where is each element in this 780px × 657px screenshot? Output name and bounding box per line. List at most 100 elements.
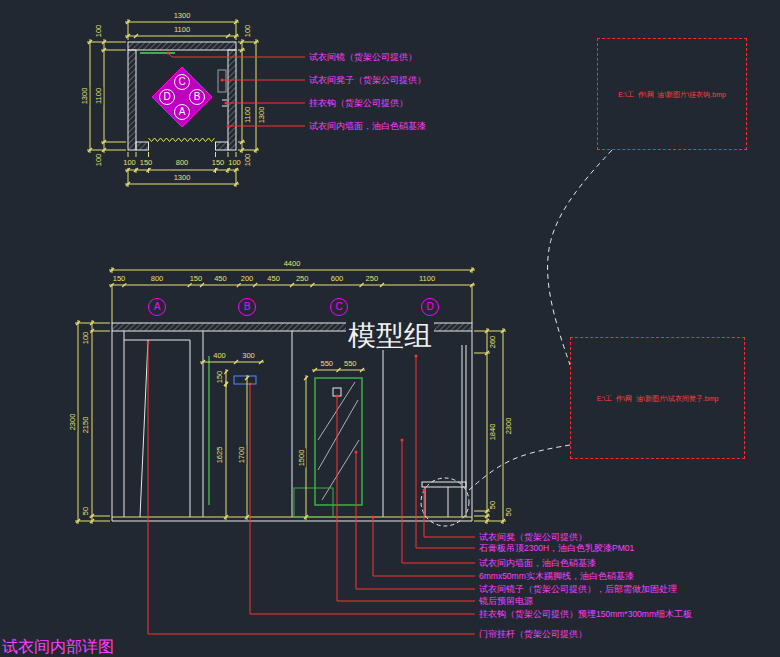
dimension-tick <box>290 283 294 287</box>
extension-line <box>474 516 490 517</box>
leader-dot <box>355 451 358 454</box>
dimension-tick <box>304 515 308 519</box>
extension-line <box>75 323 110 324</box>
dimension-text: 100 <box>244 24 252 39</box>
dimension-line <box>487 328 488 524</box>
leader-dot <box>167 52 170 55</box>
extension-line <box>236 168 237 187</box>
dimension-text: 50 <box>505 507 513 517</box>
dimension-text: 100 <box>95 153 103 168</box>
dimension-text: 1500 <box>298 449 306 468</box>
dimension-text: 1300 <box>258 106 266 125</box>
extension-line <box>474 521 506 522</box>
dimension-tick <box>337 368 341 372</box>
detail-circle <box>421 478 469 526</box>
leader-line <box>402 440 475 563</box>
dimension-text: 250 <box>365 275 380 283</box>
watermark: 模型组 <box>346 322 434 350</box>
dimension-text: 100 <box>82 331 90 346</box>
extension-line <box>472 284 473 323</box>
mirror-frame <box>315 378 362 505</box>
leader-dot <box>336 395 339 398</box>
wall <box>216 142 229 150</box>
dimension-tick <box>226 168 230 172</box>
dimension-text: 1700 <box>238 446 246 465</box>
extension-line <box>128 19 129 40</box>
curtain-zigzag <box>149 138 215 142</box>
leader-dot <box>147 342 150 345</box>
extension-line <box>112 284 113 323</box>
extension-line <box>238 42 259 43</box>
dimension-tick <box>134 168 138 172</box>
dimension-text: 150 <box>139 159 154 167</box>
stool-elevation <box>294 488 333 517</box>
axis-letter: D <box>163 92 170 102</box>
dimension-line <box>247 375 248 520</box>
stool-leg <box>425 487 426 517</box>
dimension-tick <box>245 515 249 519</box>
dimension-text: 2150 <box>82 416 90 435</box>
dimension-text: 800 <box>150 275 165 283</box>
dimension-tick <box>234 360 238 364</box>
drawing-title: 试衣间内部详图 <box>2 639 114 655</box>
leader-line <box>424 490 475 537</box>
hook-symbol <box>234 376 256 384</box>
dimension-text: 2300 <box>505 417 513 436</box>
mirror <box>140 52 175 54</box>
extension-line <box>136 168 137 173</box>
dimension-text: 4400 <box>283 260 302 268</box>
dimension-text: 1100 <box>418 275 436 283</box>
dimension-text: 1300 <box>173 174 192 182</box>
wall <box>128 42 236 50</box>
dimension-tick <box>201 360 205 364</box>
dimension-tick <box>245 376 249 380</box>
extension-line <box>236 19 237 40</box>
callout-note: 挂衣钩（货架公司提供） <box>308 99 409 108</box>
callout-note: 试衣间镜子（货架公司提供），后部需做加固处理 <box>478 585 678 594</box>
axis-letter: A <box>179 107 186 117</box>
dimension-line <box>125 170 239 171</box>
reference-curve <box>469 445 570 490</box>
leader-line <box>250 384 475 614</box>
extension-line <box>101 142 126 143</box>
wall <box>228 50 236 150</box>
extension-line <box>87 42 126 43</box>
dimension-text: 550 <box>319 360 334 368</box>
dimension-tick <box>360 368 364 372</box>
dimension-tick <box>214 168 218 172</box>
dimension-tick <box>134 34 138 38</box>
extension-line <box>89 516 110 517</box>
wall <box>136 142 149 150</box>
dimension-text: 1100 <box>95 87 103 105</box>
dimension-text: 100 <box>227 159 242 167</box>
grid-bubble: B <box>189 89 205 105</box>
extension-line <box>128 168 129 187</box>
extension-line <box>474 353 490 354</box>
callout-note: 试衣间凳（货架公司提供） <box>478 533 588 542</box>
leader-line <box>148 343 475 634</box>
dimension-line <box>256 39 257 153</box>
grid-bubble: D <box>421 298 439 316</box>
dimension-text: 1625 <box>216 446 224 465</box>
grid-bubble: A <box>174 104 190 120</box>
dimension-line <box>226 381 227 520</box>
leader-dot <box>423 489 426 492</box>
callout-note: 试衣间内墙面，油白色硝基漆 <box>308 122 427 131</box>
reference-connector <box>548 150 612 365</box>
leader-line <box>416 356 475 548</box>
dimension-tick <box>110 268 114 272</box>
dimension-line <box>104 39 105 153</box>
dimension-text: 400 <box>212 352 227 360</box>
dimension-line <box>78 320 79 524</box>
dimension-text: 1840 <box>489 423 497 442</box>
axis-letter: A <box>154 302 161 312</box>
extension-line <box>148 168 149 173</box>
dimension-text: 150 <box>216 370 224 385</box>
dimension-tick <box>224 382 228 386</box>
hook-mark <box>222 100 227 101</box>
partition-line <box>292 331 293 517</box>
mirror-hatch <box>322 440 359 500</box>
extension-line <box>474 511 490 512</box>
leader-line <box>373 517 475 576</box>
curtain-line <box>140 340 148 517</box>
